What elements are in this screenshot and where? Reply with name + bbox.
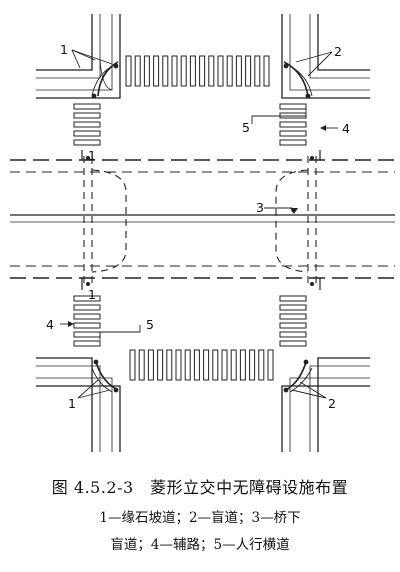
callout-1-center-top: 1 [88, 148, 96, 163]
legend-line-2: 盲道；4—辅路；5—人行横道 [110, 537, 290, 553]
callout-1-bottom-left: 1 [68, 396, 76, 411]
crosswalk-stripe [138, 349, 145, 381]
figure-title: 图 4.5.2-3 菱形立交中无障碍设施布置 [51, 478, 349, 497]
crosswalk-stripe [73, 313, 101, 320]
crosswalk-left-upper [73, 103, 101, 146]
crosswalk-stripe [245, 55, 252, 87]
crosswalk-stripe [279, 322, 307, 329]
crosswalk-stripe [217, 55, 224, 87]
crosswalk-stripe [279, 313, 307, 320]
crosswalk-stripe [239, 349, 246, 381]
crosswalk-stripe [73, 322, 101, 329]
crosswalk-stripe [73, 139, 101, 146]
crosswalk-stripe [73, 103, 101, 110]
crosswalk-stripe [279, 130, 307, 137]
callout-1-center-bottom: 1 [88, 287, 96, 302]
callout-1-top-left: 1 [60, 42, 68, 57]
crosswalk-top [125, 55, 270, 87]
crosswalk-stripe [134, 55, 141, 87]
callout-3-center-right: 3 [256, 200, 264, 215]
crosswalk-stripe [199, 55, 206, 87]
crosswalk-stripe [162, 55, 169, 87]
crosswalk-stripe [157, 349, 164, 381]
crosswalk-bottom [129, 349, 274, 381]
crosswalk-stripe [279, 295, 307, 302]
crosswalk-stripe [73, 112, 101, 119]
crosswalk-stripe [143, 55, 150, 87]
curb-ramps-bottom-right [283, 359, 309, 393]
crosswalk-stripe [279, 112, 307, 119]
interchange-diagram: 1 2 5 4 1 3 1 4 5 1 2 [10, 14, 395, 452]
crosswalk-stripe [73, 340, 101, 347]
crosswalk-stripe [175, 349, 182, 381]
crosswalk-stripe [147, 349, 154, 381]
callout-2-top-right: 2 [334, 44, 342, 59]
crosswalk-stripe [73, 121, 101, 128]
crosswalk-stripe [279, 304, 307, 311]
crosswalk-stripe [279, 121, 307, 128]
crosswalk-stripe [212, 349, 219, 381]
crosswalk-stripe [230, 349, 237, 381]
curb-ramps-bottom-left [93, 359, 119, 393]
crosswalk-stripe [73, 295, 101, 302]
crosswalk-stripe [73, 304, 101, 311]
crosswalk-stripe [249, 349, 256, 381]
crosswalk-stripe [73, 331, 101, 338]
crosswalk-stripe [184, 349, 191, 381]
crosswalk-right-lower [279, 295, 307, 347]
crosswalk-stripe [258, 349, 265, 381]
callout-2-bottom-right: 2 [328, 396, 336, 411]
crosswalk-stripe [279, 103, 307, 110]
crosswalk-stripe [279, 331, 307, 338]
under-bridge-walkways [83, 156, 317, 288]
crosswalk-stripe [193, 349, 200, 381]
legend-line-1: 1—缘石坡道；2—盲道；3—桥下 [99, 510, 301, 526]
crosswalk-stripe [203, 349, 210, 381]
crosswalk-stripe [226, 55, 233, 87]
crosswalk-stripe [125, 55, 132, 87]
crosswalk-stripe [171, 55, 178, 87]
crosswalk-stripe [235, 55, 242, 87]
crosswalk-stripe [73, 130, 101, 137]
curb-ramps-top-left [91, 63, 119, 99]
crosswalk-stripe [166, 349, 173, 381]
corner-bottom-left [36, 357, 121, 452]
crosswalk-stripe [263, 55, 270, 87]
corner-top-left [36, 14, 121, 99]
crosswalk-stripe [153, 55, 160, 87]
arrowheads [68, 125, 326, 327]
crosswalk-stripe [180, 55, 187, 87]
crosswalk-stripe [208, 55, 215, 87]
crosswalk-stripe [267, 349, 274, 381]
crosswalk-stripe [129, 349, 136, 381]
crosswalk-left-lower [73, 295, 101, 347]
crosswalk-stripe [221, 349, 228, 381]
crosswalk-stripe [279, 139, 307, 146]
bridge-ramp-dots [86, 156, 314, 286]
crosswalk-stripe [254, 55, 261, 87]
callout-4-top-right: 4 [342, 121, 350, 136]
callout-5-bottom-left: 5 [146, 317, 154, 332]
main-road-lines [10, 159, 395, 279]
crosswalk-stripe [189, 55, 196, 87]
crosswalk-right-upper [279, 103, 307, 146]
callout-5-top-right: 5 [242, 120, 250, 135]
bridge-stubs [81, 150, 321, 290]
crosswalk-stripe [279, 340, 307, 347]
corner-bottom-right [281, 357, 370, 452]
callout-4-bottom-left: 4 [46, 317, 54, 332]
curb-ramps-top-right [283, 63, 311, 99]
corner-top-right [281, 14, 370, 99]
